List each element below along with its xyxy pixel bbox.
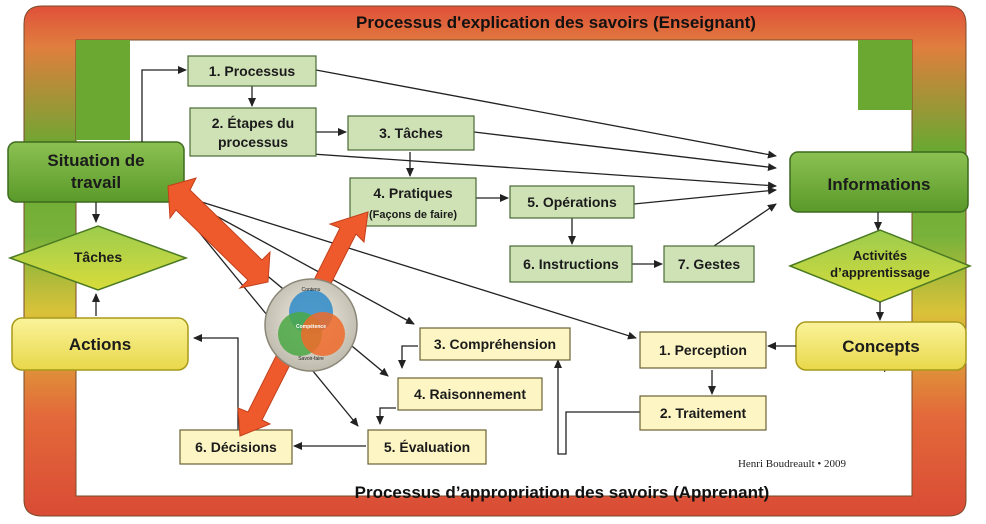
informations-label: Informations bbox=[828, 175, 931, 194]
operations-label: 5. Opérations bbox=[527, 194, 617, 210]
situation-line2: travail bbox=[71, 173, 121, 192]
orange-arrow-nw bbox=[167, 177, 271, 289]
perception-label: 1. Perception bbox=[659, 342, 747, 358]
bottom-banner: Processus d’appropriation des savoirs (A… bbox=[355, 483, 770, 502]
taches-box bbox=[347, 115, 475, 151]
evaluation-label: 5. Évaluation bbox=[384, 439, 470, 455]
informations-box bbox=[789, 151, 969, 213]
top-banner: Processus d'explication des savoirs (Ens… bbox=[356, 13, 756, 32]
operations-box bbox=[509, 185, 635, 219]
raisonnement-box bbox=[397, 377, 543, 411]
comprehension-label: 3. Compréhension bbox=[434, 336, 556, 352]
pratiques-box bbox=[349, 177, 477, 227]
activites-line1: Activités bbox=[853, 248, 907, 263]
traitement-label: 2. Traitement bbox=[660, 405, 747, 421]
pratiques-line1: 4. Pratiques bbox=[373, 185, 453, 201]
right-frame-tail bbox=[858, 40, 912, 110]
decisions-box bbox=[179, 429, 293, 465]
concepts-label: Concepts bbox=[842, 337, 919, 356]
credit-text: Henri Boudreault • 2009 bbox=[738, 458, 847, 470]
etapes-line2: processus bbox=[218, 134, 288, 150]
pratiques-line2: (Façons de faire) bbox=[369, 209, 457, 221]
instructions-label: 6. Instructions bbox=[523, 256, 619, 272]
taches-box-label: 3. Tâches bbox=[379, 125, 443, 141]
taches-diamond bbox=[7, 225, 189, 291]
evaluation-box bbox=[367, 429, 487, 465]
gestes-box bbox=[663, 245, 755, 283]
instructions-box bbox=[509, 245, 633, 283]
taches-label: Tâches bbox=[74, 249, 122, 265]
actions-label: Actions bbox=[69, 335, 131, 354]
left-frame-tail bbox=[76, 40, 130, 140]
connectors bbox=[92, 66, 884, 455]
concepts-dot: . bbox=[883, 361, 886, 375]
venn-bottom-label: Savoir-faire bbox=[298, 356, 324, 362]
venn-emblem: Contenu Compétence Savoir-faire bbox=[264, 278, 358, 372]
activites-diamond bbox=[787, 229, 973, 303]
activites-line2: d’apprentissage bbox=[830, 265, 930, 280]
gestes-label: 7. Gestes bbox=[678, 256, 740, 272]
situation-line1: Situation de bbox=[47, 151, 144, 170]
traitement-box bbox=[639, 395, 767, 431]
comprehension-box bbox=[419, 327, 571, 361]
etapes-line1: 2. Étapes du bbox=[212, 115, 294, 131]
raisonnement-label: 4. Raisonnement bbox=[414, 386, 526, 402]
actions-box bbox=[11, 317, 189, 371]
etapes-box bbox=[189, 107, 317, 157]
venn-top-label: Contenu bbox=[302, 287, 321, 293]
perception-box bbox=[639, 331, 767, 369]
processus-label: 1. Processus bbox=[209, 63, 296, 79]
decisions-label: 6. Décisions bbox=[195, 439, 277, 455]
processus-box bbox=[187, 55, 317, 87]
venn-center-label: Compétence bbox=[296, 324, 326, 330]
